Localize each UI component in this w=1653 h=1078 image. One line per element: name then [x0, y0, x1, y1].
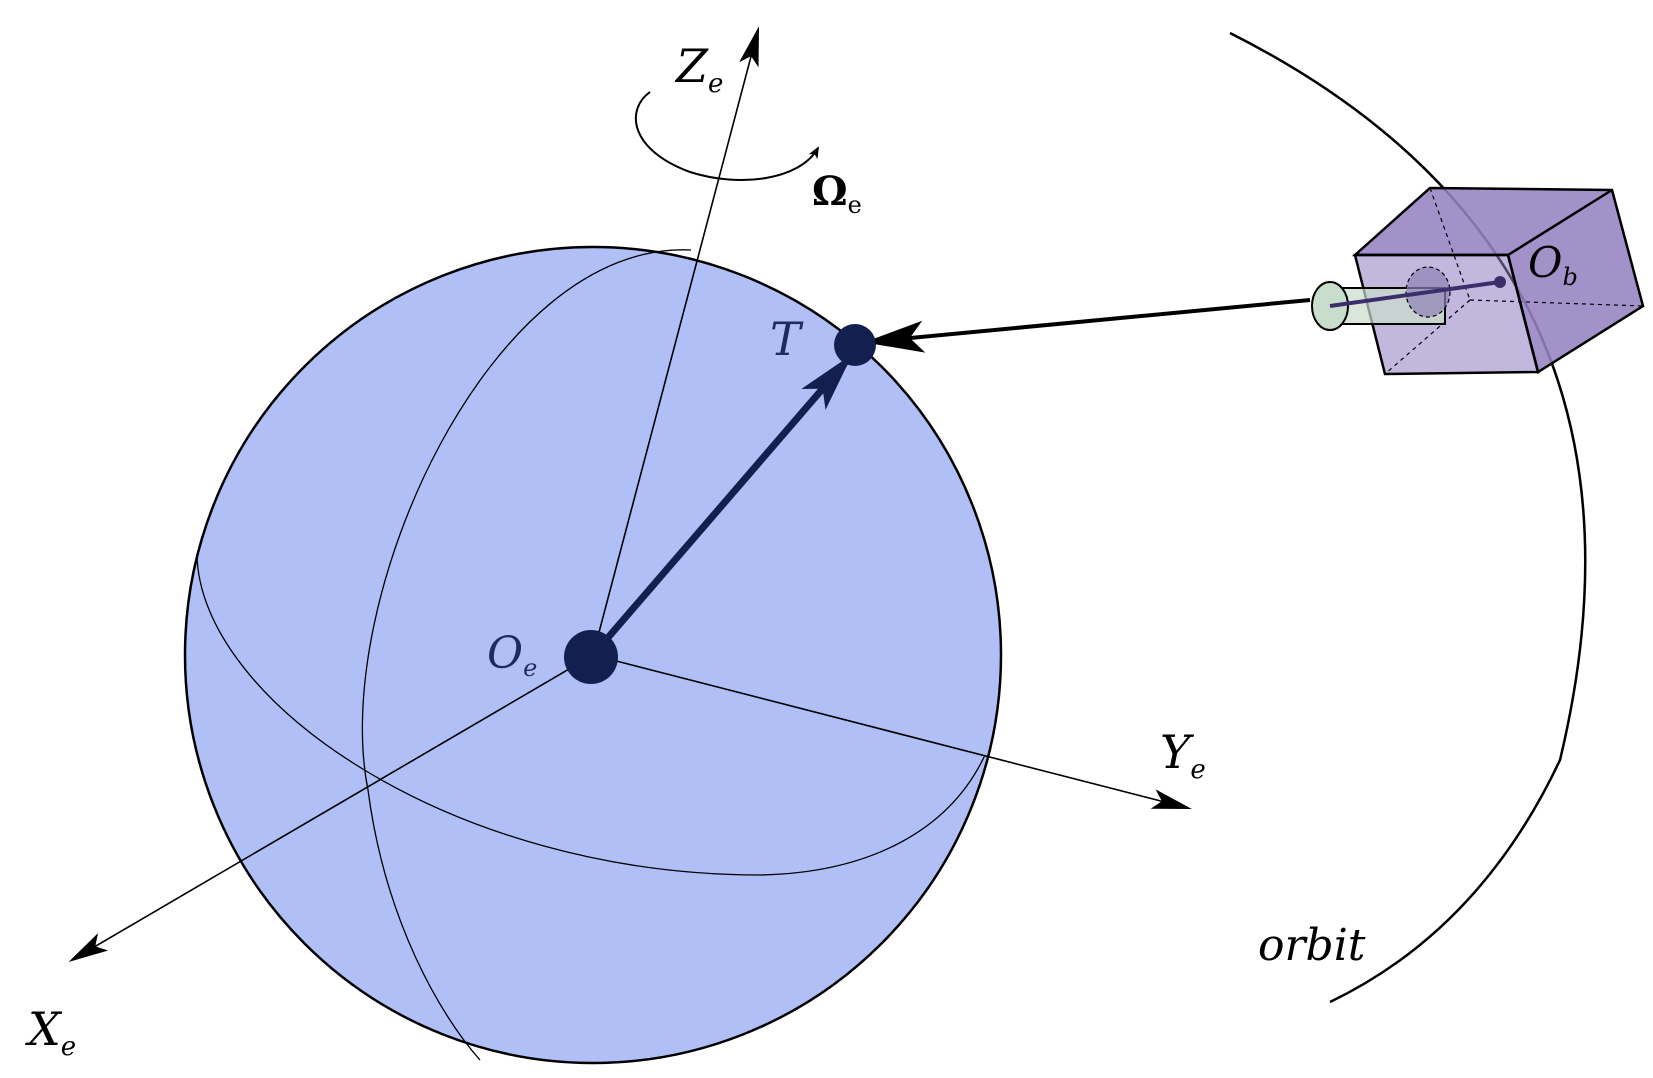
earth-center-label: Oe	[487, 628, 537, 682]
z-axis-line	[592, 26, 760, 656]
meridian-line	[361, 249, 692, 1061]
target-point	[834, 324, 876, 366]
earth-center-point	[564, 630, 618, 684]
target-position-vector	[590, 353, 853, 658]
x-axis-line	[68, 654, 594, 963]
z-axis-label: Ze	[674, 39, 723, 99]
orbit-label: orbit	[1258, 920, 1366, 971]
rotation-label: Ωe	[812, 168, 862, 219]
sensor-cylinder	[1311, 266, 1506, 331]
y-axis-line	[592, 654, 1192, 809]
equator-line	[196, 554, 986, 876]
y-axis-label: Ye	[1160, 725, 1206, 785]
target-label: T	[770, 312, 804, 366]
rotation-arrow	[634, 91, 819, 181]
x-axis-label: Xe	[25, 1002, 76, 1062]
body-origin-label: Ob	[1528, 238, 1578, 291]
line-of-sight-arrow	[864, 298, 1311, 353]
orbit-arc	[1229, 31, 1587, 1004]
